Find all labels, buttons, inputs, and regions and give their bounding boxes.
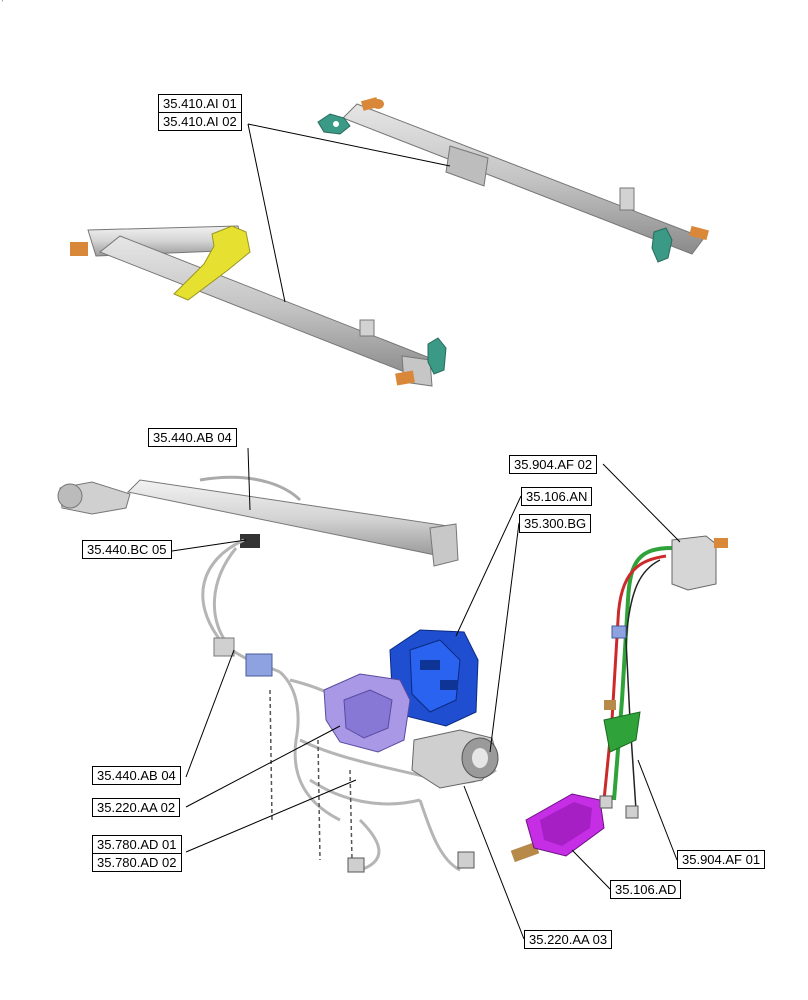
- pump-blue: [389, 629, 479, 727]
- solenoid-magenta: [510, 793, 605, 863]
- callout-35-106-an: 35.106.AN: [521, 487, 593, 506]
- cylinder-middle: [57, 475, 459, 567]
- cylinder-upper-right: [317, 97, 709, 263]
- leader-lines: [171, 123, 681, 940]
- callout-35-300-bg: 35.300.BG: [519, 514, 592, 533]
- callout-35-780-ad-01: 35.780.AD 01: [97, 837, 177, 852]
- callout-35-440-ab-04-top: 35.440.AB 04: [148, 428, 237, 447]
- hose-clamp: [213, 637, 235, 657]
- wire-harness-right: [599, 535, 728, 819]
- harness-connector: [457, 851, 475, 869]
- callout-35-410-ai-01: 35.410.AI 01: [163, 96, 237, 111]
- harness-connector: [347, 857, 365, 873]
- motor-grey: [411, 729, 499, 789]
- callout-35-904-af-01: 35.904.AF 01: [677, 850, 766, 869]
- callout-35-410-ai-02: 35.410.AI 02: [159, 112, 241, 130]
- cylinder-upper-left: [70, 225, 447, 387]
- callout-35-440-bc-05: 35.440.BC 05: [82, 540, 172, 559]
- corner-mark: ': [2, 0, 4, 7]
- callout-35-106-ad: 35.106.AD: [610, 880, 682, 899]
- callout-35-440-ab-04-bottom: 35.440.AB 04: [92, 766, 181, 785]
- callout-35-904-af-02: 35.904.AF 02: [509, 455, 598, 474]
- callout-35-410-ai-group: 35.410.AI 01 35.410.AI 02: [158, 94, 242, 131]
- valve-lavender: [323, 673, 411, 753]
- hose-fitting-blue: [245, 653, 273, 677]
- callout-35-220-aa-02: 35.220.AA 02: [92, 798, 181, 817]
- callout-35-780-ad-group: 35.780.AD 01 35.780.AD 02: [92, 835, 182, 872]
- callout-35-220-aa-03: 35.220.AA 03: [524, 930, 613, 949]
- callout-35-780-ad-02: 35.780.AD 02: [93, 853, 181, 871]
